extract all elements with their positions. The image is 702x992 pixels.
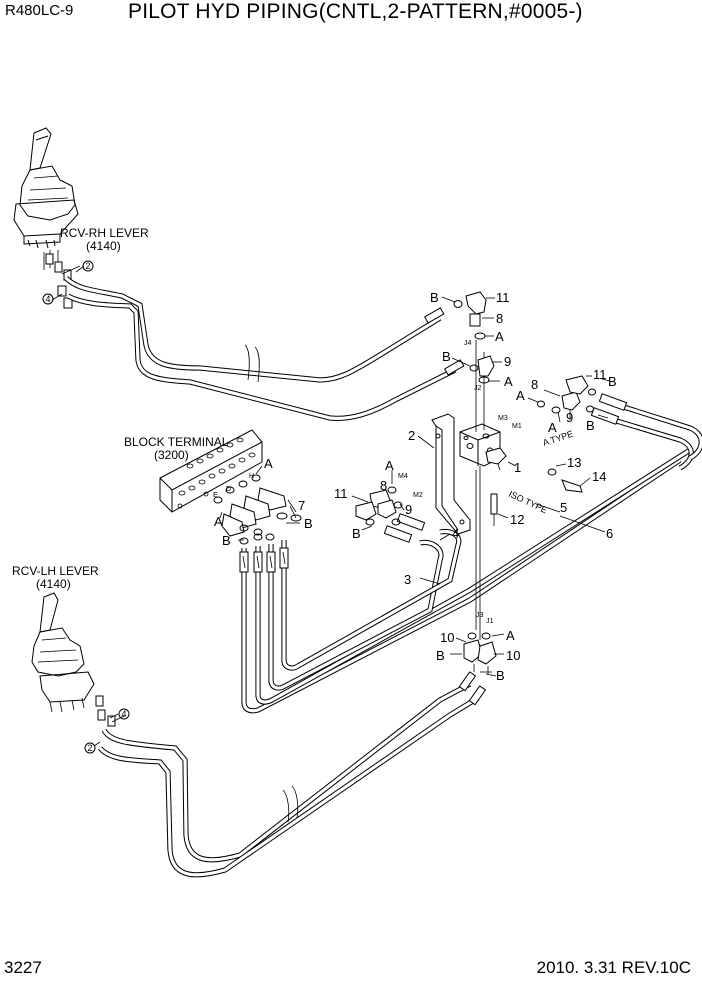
valve-block-drawing xyxy=(431,340,583,640)
callout-b-right-low: B xyxy=(586,418,595,433)
callout-b-block-low: B xyxy=(222,533,231,548)
rcv-lh-lever-code: (4140) xyxy=(36,577,71,591)
callout-7: 7 xyxy=(298,498,305,513)
callout-4-lh: 4 xyxy=(122,709,127,719)
rh-hose-upper xyxy=(64,276,465,421)
callout-6: 6 xyxy=(606,526,613,541)
lh-hoses xyxy=(98,671,487,878)
callout-11-center: 11 xyxy=(334,486,348,501)
revision-info: 2010. 3.31 REV.10C xyxy=(536,958,691,977)
callout-2-lh: 2 xyxy=(88,743,93,753)
callout-b-j2: B xyxy=(442,349,451,364)
callout-4: 4 xyxy=(452,526,459,541)
model-code: R480LC-9 xyxy=(5,2,74,19)
callout-9-top: 9 xyxy=(504,354,511,369)
a-type-label: A TYPE xyxy=(542,429,575,448)
callout-a-m3: A xyxy=(516,388,525,403)
block-terminal-drawing xyxy=(159,429,263,513)
callout-4-rh: 4 xyxy=(46,294,51,304)
rcv-rh-lever-code: (4140) xyxy=(86,239,121,253)
lever-callouts xyxy=(42,260,130,754)
port-m3: M3 xyxy=(498,415,508,422)
callout-8-right: 8 xyxy=(531,377,538,392)
callout-11-right: 11 xyxy=(593,367,607,382)
page-number: 3227 xyxy=(4,958,42,977)
callout-12: 12 xyxy=(510,512,524,527)
port-m4: M4 xyxy=(398,473,408,480)
port-d: D xyxy=(226,486,231,493)
port-h: H xyxy=(249,473,254,480)
block-hoses xyxy=(239,393,702,714)
callout-a-bottom: A xyxy=(506,628,515,643)
block-fittings xyxy=(213,474,302,545)
callout-8-top: 8 xyxy=(496,311,503,326)
callout-b-bottom-right: B xyxy=(496,668,505,683)
callout-11-top: 11 xyxy=(496,290,510,305)
callout-a-m1: A xyxy=(548,420,557,435)
callout-3: 3 xyxy=(404,572,411,587)
callout-2: 2 xyxy=(408,428,415,443)
bottom-fittings xyxy=(463,632,497,674)
callout-b-block-right: B xyxy=(304,516,313,531)
callout-b-m2: B xyxy=(352,526,361,541)
rcv-rh-lever-label: RCV-RH LEVER xyxy=(60,226,149,240)
leader-lines xyxy=(51,265,611,747)
page-title: PILOT HYD PIPING(CNTL,2-PATTERN,#0005-) xyxy=(128,0,583,23)
callout-b-bottom-left: B xyxy=(436,648,445,663)
callout-a-top: A xyxy=(495,329,504,344)
top-fittings xyxy=(453,291,495,384)
callout-5: 5 xyxy=(560,500,567,515)
callout-9-right: 9 xyxy=(566,410,573,425)
callout-10-right: 10 xyxy=(506,648,520,663)
rcv-lh-lever-label: RCV-LH LEVER xyxy=(12,564,99,578)
callout-14: 14 xyxy=(592,469,606,484)
callout-13: 13 xyxy=(567,455,581,470)
port-j3: J3 xyxy=(476,612,484,619)
callout-a-m4: A xyxy=(385,458,394,473)
port-j1: J1 xyxy=(486,618,494,625)
rcv-lh-lever-drawing xyxy=(31,592,125,727)
port-m1: M1 xyxy=(512,423,522,430)
callout-2-rh: 2 xyxy=(86,261,91,271)
center-fittings xyxy=(355,486,403,526)
callout-a-j2: A xyxy=(504,374,513,389)
port-e: E xyxy=(213,492,218,499)
callout-a-block-top: A xyxy=(264,456,273,471)
right-fittings xyxy=(537,375,596,414)
callout-10-left: 10 xyxy=(440,630,454,645)
callout-9-center: 9 xyxy=(405,502,412,517)
callout-b-right-top: B xyxy=(608,374,617,389)
port-j2: J2 xyxy=(474,385,482,392)
callout-1: 1 xyxy=(514,460,521,475)
port-m2: M2 xyxy=(413,492,423,499)
block-terminal-code: (3200) xyxy=(154,448,189,462)
block-terminal-label: BLOCK TERMINAL xyxy=(124,435,229,449)
port-j4: J4 xyxy=(464,340,472,347)
callout-b-top: B xyxy=(430,290,439,305)
callout-8-center: 8 xyxy=(380,478,387,493)
callout-a-block-left: A xyxy=(214,514,223,529)
